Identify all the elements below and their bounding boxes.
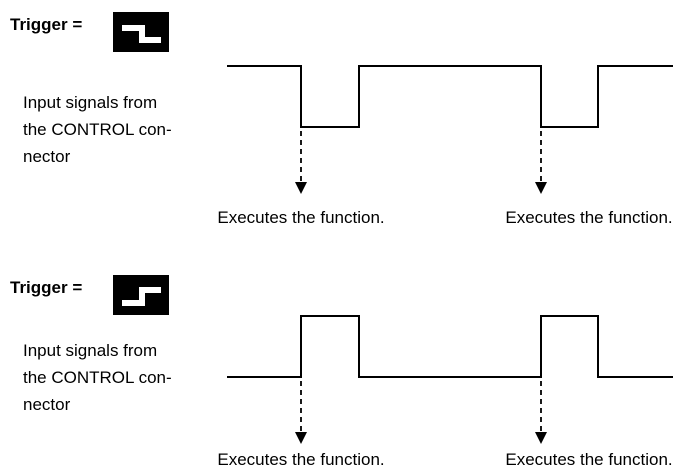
trigger-label: Trigger = bbox=[10, 278, 82, 297]
input-label-line-1: Input signals from bbox=[23, 341, 157, 360]
input-waveform bbox=[227, 65, 673, 128]
execute-label: Executes the function. bbox=[505, 208, 672, 227]
execute-arrow bbox=[535, 131, 547, 194]
execute-arrow bbox=[295, 131, 307, 194]
input-label-line-2: the CONTROL con- bbox=[23, 368, 172, 387]
execute-label: Executes the function. bbox=[217, 450, 384, 469]
input-label-line-2: the CONTROL con- bbox=[23, 120, 172, 139]
input-label-line-3: nector bbox=[23, 147, 71, 166]
rising-edge-icon bbox=[113, 275, 169, 315]
panel-falling-trigger: Trigger = Input signals from the CONTROL… bbox=[10, 12, 673, 227]
execute-arrow bbox=[535, 381, 547, 444]
execute-label: Executes the function. bbox=[505, 450, 672, 469]
input-label-line-3: nector bbox=[23, 395, 71, 414]
input-waveform bbox=[227, 315, 673, 378]
input-label-line-1: Input signals from bbox=[23, 93, 157, 112]
execute-arrow bbox=[295, 381, 307, 444]
falling-edge-icon bbox=[113, 12, 169, 52]
panel-rising-trigger: Trigger = Input signals from the CONTROL… bbox=[10, 275, 673, 469]
trigger-label: Trigger = bbox=[10, 15, 82, 34]
execute-label: Executes the function. bbox=[217, 208, 384, 227]
